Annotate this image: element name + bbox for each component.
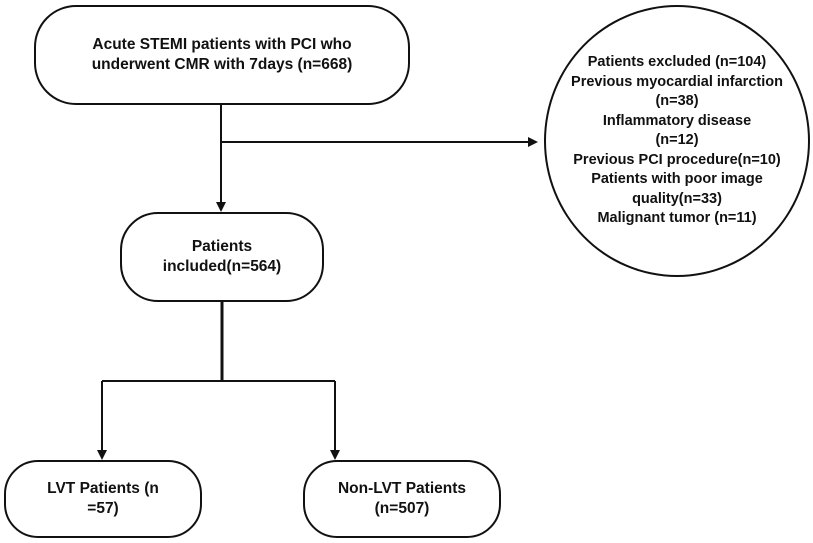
lvt-text-line: =57) — [87, 500, 119, 517]
excluded-title: Patients excluded (n=104) — [587, 54, 767, 71]
excluded-reason: Previous PCI procedure(n=10) — [573, 151, 781, 168]
excluded-reason: Malignant tumor (n=11) — [597, 210, 757, 227]
included-text-line: included(n=564) — [162, 258, 282, 275]
excluded-count: quality(n=33) — [632, 190, 722, 207]
excluded-reason: Inflammatory disease — [602, 112, 752, 129]
nonlvt-text-line: (n=507) — [374, 500, 430, 517]
enrollment-box: Acute STEMI patients with PCI who underw… — [34, 5, 410, 105]
excluded-count: (n=12) — [655, 132, 699, 149]
included-box: Patients included(n=564) — [120, 212, 324, 302]
included-text-line: Patients — [191, 238, 253, 255]
enrollment-text-line: Acute STEMI patients with PCI who — [92, 36, 352, 53]
lvt-text-line: LVT Patients (n — [47, 480, 159, 497]
lvt-box: LVT Patients (n =57) — [4, 460, 202, 538]
excluded-reason: Previous myocardial infarction — [571, 73, 783, 90]
nonlvt-text-line: Non-LVT Patients — [337, 480, 467, 497]
excluded-box: Patients excluded (n=104) Previous myoca… — [544, 5, 810, 277]
excluded-reason: Patients with poor image — [591, 171, 763, 188]
nonlvt-box: Non-LVT Patients (n=507) — [303, 460, 501, 538]
excluded-count: (n=38) — [655, 93, 699, 110]
enrollment-text-line: underwent CMR with 7days (n=668) — [91, 56, 353, 73]
